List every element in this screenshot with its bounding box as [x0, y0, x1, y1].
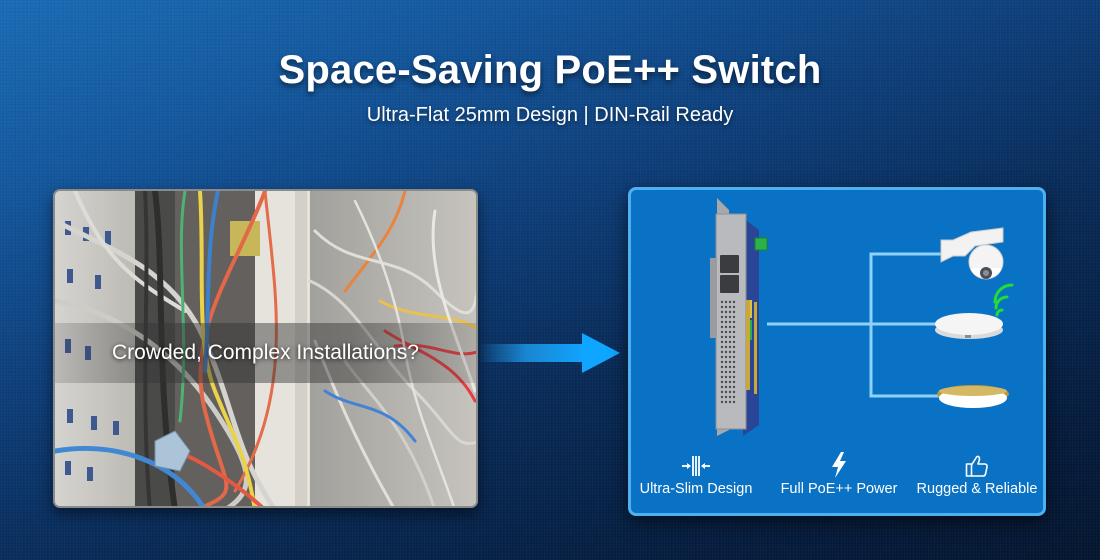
- ceiling-light-icon: [937, 385, 1009, 408]
- feature-label: Rugged & Reliable: [916, 481, 1038, 497]
- page-subtitle: Ultra-Flat 25mm Design | DIN-Rail Ready: [366, 104, 734, 126]
- poe-switch-device: [710, 198, 768, 436]
- problem-photo-panel: Crowded, Complex Installations?: [53, 189, 478, 508]
- solution-panel: Ultra-Slim Design Full PoE++ Power Rugge…: [628, 187, 1046, 516]
- problem-caption: Crowded, Complex Installations?: [112, 341, 419, 364]
- page-title: Space-Saving PoE++ Switch: [278, 48, 822, 92]
- feature-label: Ultra-Slim Design: [639, 481, 753, 497]
- connection-lines: [767, 252, 941, 398]
- feature-rugged: Rugged & Reliable: [907, 452, 1043, 497]
- caption-shade: [55, 323, 476, 383]
- wireless-ap-icon: [935, 283, 1014, 339]
- ptz-camera-icon: [940, 227, 1004, 280]
- compress-arrows-icon: [631, 452, 766, 478]
- feature-ultra-slim: Ultra-Slim Design: [631, 452, 766, 497]
- arrow-right-icon: [478, 333, 620, 373]
- feature-poe-power: Full PoE++ Power: [769, 452, 909, 497]
- lightning-bolt-icon: [769, 452, 909, 478]
- network-diagram: [710, 198, 1014, 436]
- wifi-signal-icon: [993, 283, 1014, 317]
- thumbs-up-icon: [907, 452, 1043, 478]
- tangled-cables-image: [55, 191, 476, 506]
- feature-label: Full PoE++ Power: [780, 481, 898, 497]
